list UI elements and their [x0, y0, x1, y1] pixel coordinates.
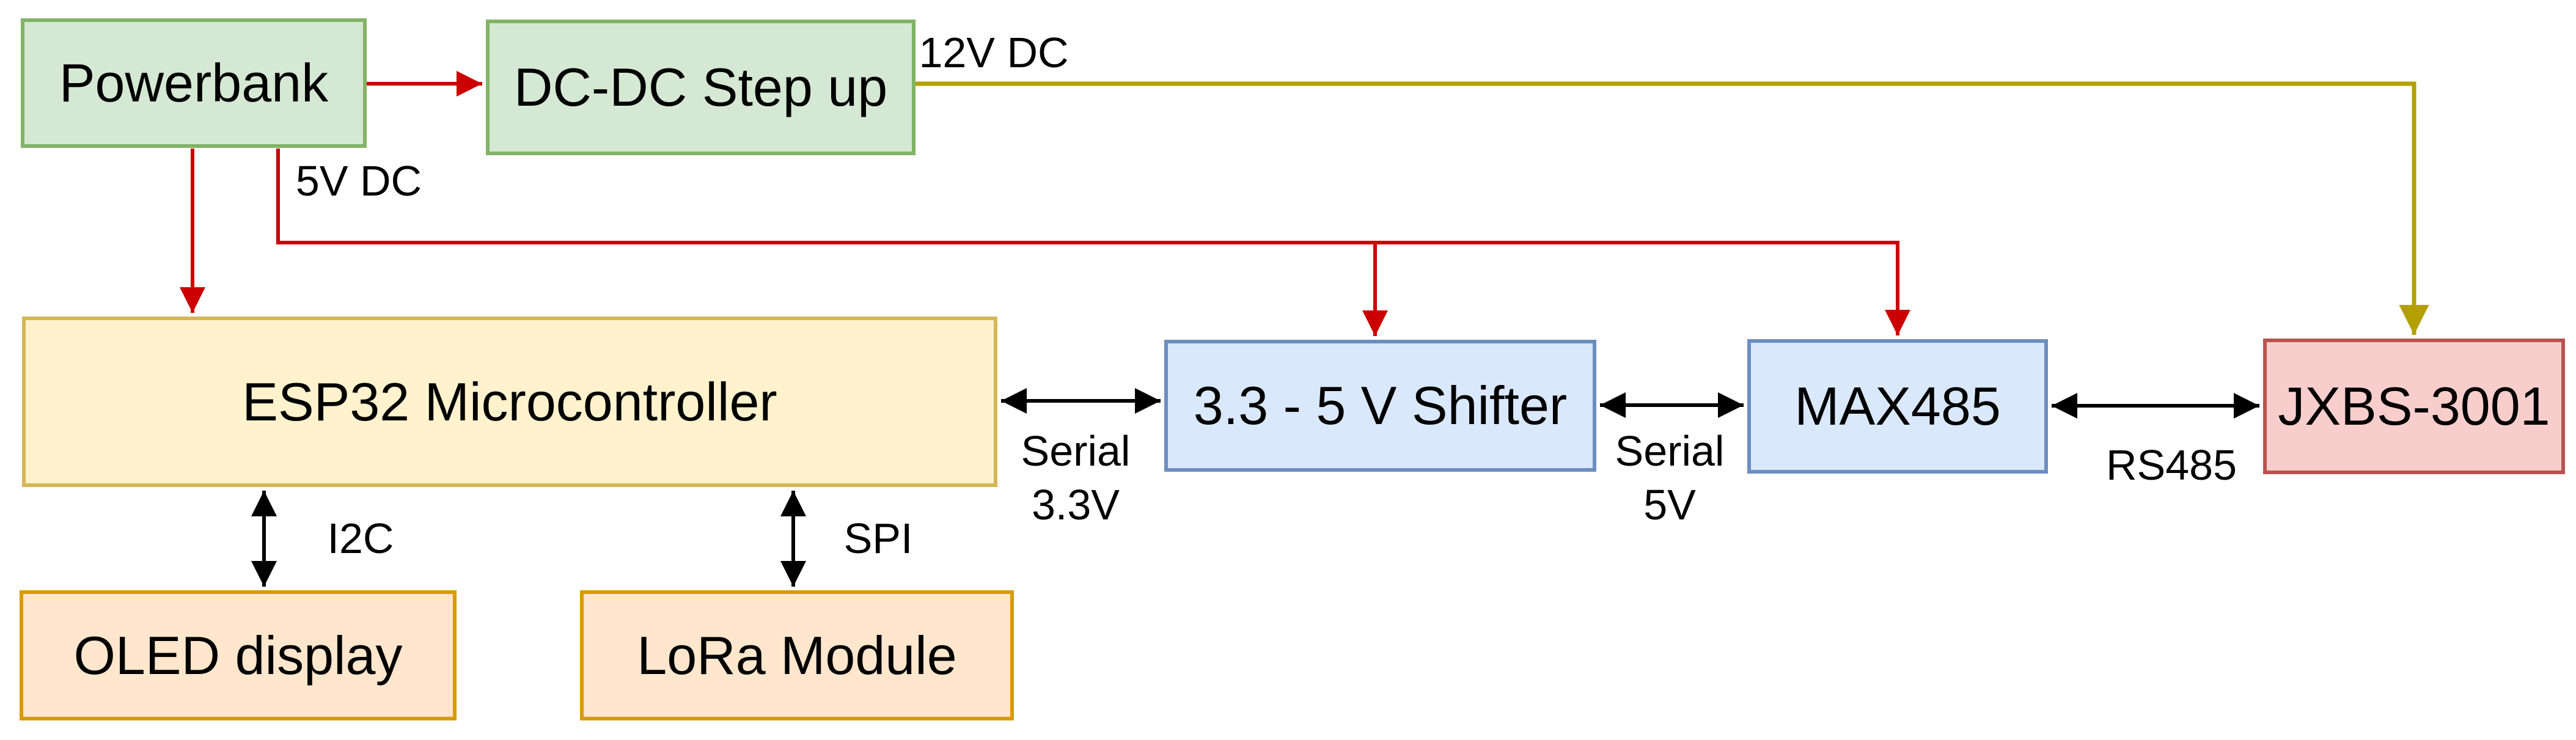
node-powerbank: Powerbank [21, 18, 367, 148]
label-12v-dc: 12V DC [919, 28, 1069, 76]
label-spi: SPI [843, 514, 913, 562]
node-max485-label: MAX485 [1794, 376, 2001, 436]
label-serial-3v3-line1: Serial [1021, 427, 1131, 475]
node-lora-module-label: LoRa Module [637, 625, 957, 686]
node-dcdc-step-up: DC-DC Step up [486, 20, 916, 155]
label-rs485: RS485 [2105, 441, 2237, 489]
edge-dcdc-to-jxbs3001 [916, 81, 2429, 335]
node-level-shifter: 3.3 - 5 V Shifter [1164, 340, 1596, 472]
label-5v-dc: 5V DC [295, 156, 422, 205]
label-serial-5v-line2: 5V [1643, 481, 1696, 529]
edge-5v-rail-to-max485 [276, 148, 1910, 335]
node-oled-display: OLED display [20, 590, 457, 720]
node-esp32-microcontroller: ESP32 Microcontroller [22, 317, 997, 487]
label-serial-5v-line1: Serial [1615, 427, 1725, 475]
node-max485: MAX485 [1747, 339, 2048, 474]
node-esp32-microcontroller-label: ESP32 Microcontroller [242, 371, 777, 432]
node-dcdc-step-up-label: DC-DC Step up [513, 57, 888, 117]
label-serial-3v3-line2: 3.3V [1032, 481, 1120, 529]
node-oled-display-label: OLED display [73, 625, 403, 686]
label-i2c: I2C [327, 514, 394, 562]
label-serial-5v: Serial 5V [1615, 424, 1725, 532]
label-serial-3v3: Serial 3.3V [1021, 424, 1131, 532]
node-jxbs-3001-label: JXBS-3001 [2278, 376, 2550, 436]
node-lora-module: LoRa Module [580, 590, 1014, 720]
node-level-shifter-label: 3.3 - 5 V Shifter [1193, 375, 1568, 436]
node-powerbank-label: Powerbank [59, 53, 329, 113]
node-jxbs-3001: JXBS-3001 [2263, 339, 2565, 474]
